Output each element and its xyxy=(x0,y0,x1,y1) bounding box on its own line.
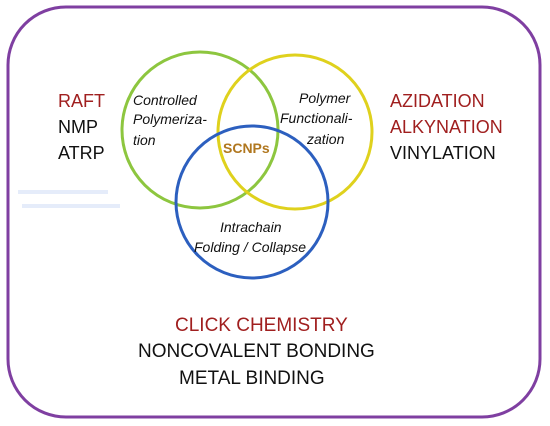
click-chemistry-label: CLICK CHEMISTRY xyxy=(175,315,348,336)
outer-frame xyxy=(6,5,542,419)
scnps-label: SCNPs xyxy=(223,140,270,156)
metal-binding-label: METAL BINDING xyxy=(179,368,325,389)
functionalization-line-1: Polymer xyxy=(299,90,352,106)
functionalization-line-2: Functionali- xyxy=(280,110,353,126)
intrachain-line-1: Intrachain xyxy=(220,219,282,235)
faint-artifact xyxy=(18,190,120,208)
controlled-polymerization-circle xyxy=(120,50,280,210)
atrp-label: ATRP xyxy=(58,143,105,163)
intrachain-line-2: Folding / Collapse xyxy=(194,239,306,255)
nmp-label: NMP xyxy=(58,117,98,137)
polymer-functionalization-circle xyxy=(216,53,374,211)
alkynation-label: ALKYNATION xyxy=(390,117,503,137)
controlled-line-3: tion xyxy=(133,132,156,148)
functionalization-line-3: zation xyxy=(306,131,345,147)
intrachain-folding-circle xyxy=(174,124,330,280)
raft-label: RAFT xyxy=(58,91,105,111)
controlled-line-1: Controlled xyxy=(133,92,198,108)
noncovalent-bonding-label: NONCOVALENT BONDING xyxy=(138,341,375,362)
vinylation-label: VINYLATION xyxy=(390,143,496,163)
azidation-label: AZIDATION xyxy=(390,91,485,111)
controlled-line-2: Polymeriza- xyxy=(133,111,207,127)
